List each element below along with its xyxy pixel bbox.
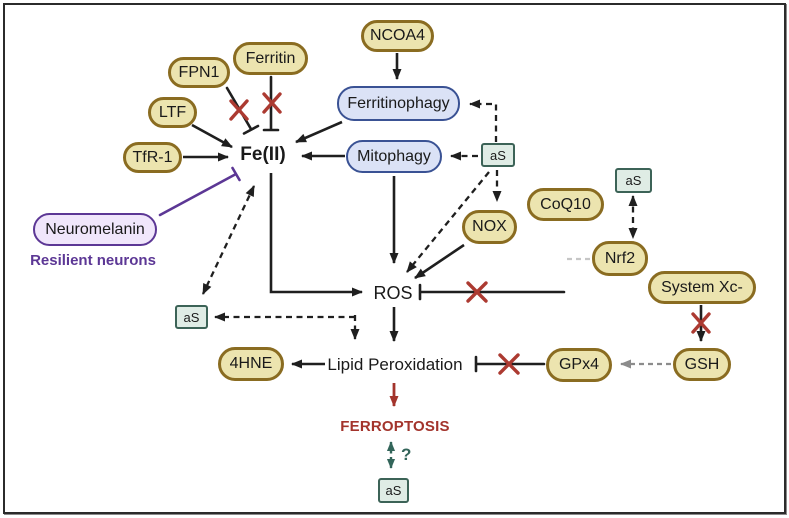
node-ferritin-label: Ferritin: [245, 49, 296, 67]
label-lipid-peroxidation: Lipid Peroxidation: [327, 355, 463, 374]
blocked-x-systemxc-gsh: [691, 312, 711, 334]
edge-ferritinophagy-fe2: [295, 120, 343, 144]
node-nrf2-label: Nrf2: [604, 249, 636, 267]
blocked-x-ferritin: [262, 92, 282, 114]
figure-border: [3, 3, 786, 514]
node-fpn1-label: FPN1: [178, 63, 220, 81]
node-as-top-label: aS: [490, 147, 506, 163]
node-nox-label: NOX: [472, 218, 507, 235]
node-ferritinophagy: Ferritinophagy: [337, 86, 460, 121]
node-as-right-label: aS: [625, 173, 642, 188]
node-coq10-label: CoQ10: [540, 195, 591, 213]
node-system-xc: System Xc-: [648, 271, 756, 304]
label-fe2: Fe(II): [240, 144, 286, 165]
node-ncoa4-label: NCOA4: [369, 27, 426, 44]
edge-nox-ros: [414, 243, 465, 280]
edge-fe2-as-left-dashed: [201, 185, 256, 295]
node-nox: NOX: [462, 210, 517, 244]
node-neuromelanin: Neuromelanin: [33, 213, 157, 246]
node-neuromelanin-label: Neuromelanin: [45, 220, 145, 238]
node-ltf: LTF: [148, 97, 197, 128]
label-ferroptosis: FERROPTOSIS: [340, 418, 450, 435]
node-coq10: CoQ10: [527, 188, 604, 221]
label-resilient-neurons: Resilient neurons: [30, 252, 156, 269]
label-question-mark: ?: [401, 445, 412, 464]
node-mitophagy: Mitophagy: [346, 140, 442, 173]
node-ferritinophagy-label: Ferritinophagy: [347, 94, 450, 112]
edge-as-top-ferritinophagy-dashed: [469, 99, 498, 142]
edge-as-top-ros-dashed: [406, 171, 490, 273]
node-system-xc-label: System Xc-: [661, 278, 743, 296]
node-ltf-label: LTF: [158, 103, 187, 121]
node-gsh-label: GSH: [684, 355, 720, 373]
node-as-top: aS: [481, 143, 515, 167]
edge-coq10-ros-inhibition: [418, 283, 566, 301]
node-4hne: 4HNE: [218, 347, 284, 381]
node-gpx4: GPx4: [546, 348, 612, 382]
blocked-x-fpn1: [229, 99, 249, 121]
label-ros: ROS: [373, 283, 413, 303]
node-as-left: aS: [175, 305, 208, 329]
node-as-left-label: aS: [183, 309, 200, 325]
node-as-bottom: aS: [378, 478, 409, 503]
blocked-x-coq10-ros: [466, 281, 488, 303]
edge-neuromelanin-fe2-inhibition: [158, 166, 241, 217]
node-mitophagy-label: Mitophagy: [357, 147, 431, 165]
node-gsh: GSH: [673, 348, 731, 381]
node-as-bottom-label: aS: [385, 483, 402, 498]
node-tfr1-label: TfR-1: [132, 148, 173, 166]
edge-fe2-ros: [269, 173, 363, 297]
blocked-x-gpx4-lp: [498, 353, 520, 375]
edge-ltf-fe2: [191, 123, 233, 149]
edge-fpn1-fe2-inhibition: [225, 86, 260, 135]
node-fpn1: FPN1: [168, 57, 230, 88]
node-nrf2: Nrf2: [592, 241, 648, 276]
node-ferritin: Ferritin: [233, 42, 308, 75]
node-4hne-label: 4HNE: [229, 355, 273, 372]
node-as-right: aS: [615, 168, 652, 193]
node-tfr1: TfR-1: [123, 142, 182, 173]
node-ncoa4: NCOA4: [361, 20, 434, 52]
node-gpx4-label: GPx4: [558, 356, 599, 373]
